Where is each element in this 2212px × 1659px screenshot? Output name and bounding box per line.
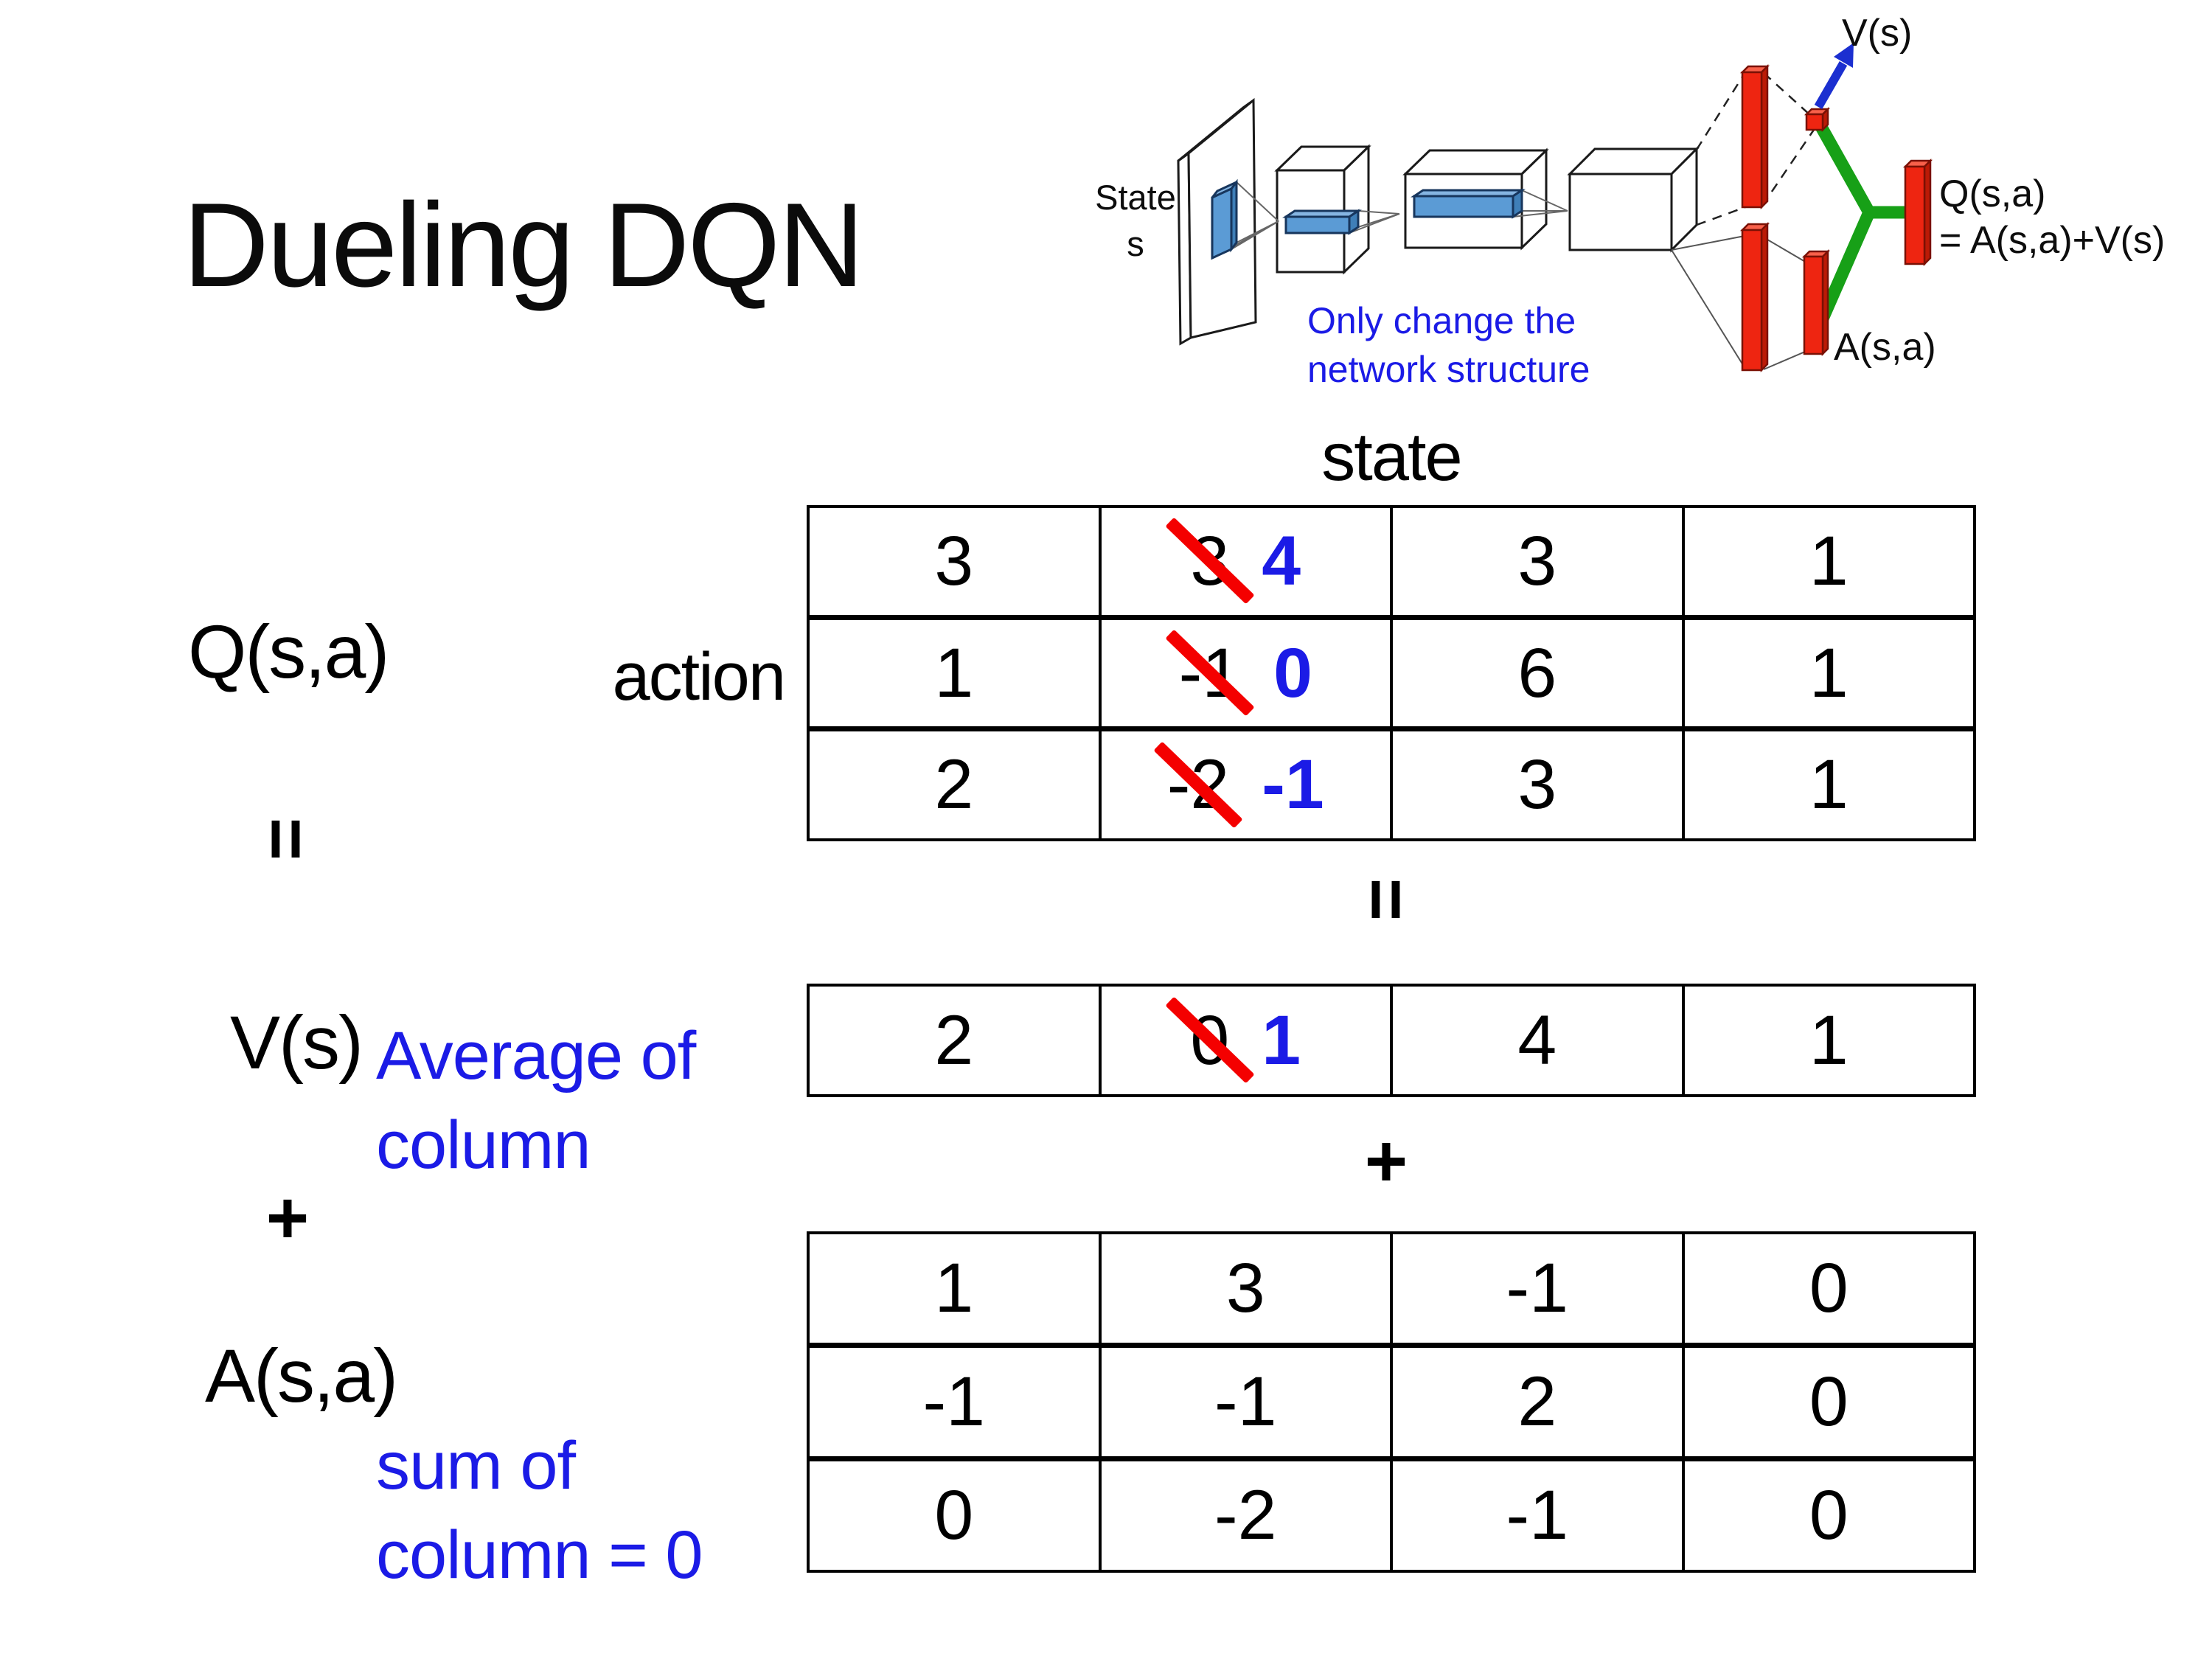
conv-cone-lines-3 bbox=[1512, 189, 1568, 218]
a-table: 1 3 -1 0 -1 -1 2 0 0 -2 -1 0 bbox=[807, 1231, 1976, 1573]
value-node bbox=[1804, 106, 1831, 133]
struck-value: -1 bbox=[1165, 629, 1255, 717]
table-cell: 4 bbox=[1390, 987, 1682, 1094]
fc-bar-value bbox=[1739, 63, 1770, 210]
table-cell: 0 bbox=[1681, 1461, 1974, 1570]
table-cell: 1 bbox=[1681, 508, 1974, 615]
table-row: 2 -2 -1 3 1 bbox=[810, 726, 1974, 839]
table-cell: 0 bbox=[1681, 1234, 1974, 1343]
table-cell: 3 bbox=[1390, 508, 1682, 615]
table-row: -1 -1 2 0 bbox=[810, 1343, 1973, 1456]
v-table: 2 0 1 4 1 bbox=[807, 984, 1976, 1097]
a-label: A(s,a) bbox=[205, 1334, 398, 1418]
table-cell: 3 bbox=[1390, 731, 1682, 839]
table-row: 3 3 4 3 1 bbox=[810, 508, 1973, 615]
combine-connector bbox=[1809, 118, 1911, 338]
table-cell: 3 bbox=[934, 521, 974, 600]
table-cell: -1 bbox=[1390, 1461, 1682, 1570]
table-cell: 1 bbox=[934, 1249, 974, 1327]
table-cell: 1 bbox=[934, 633, 974, 712]
struck-value: 3 bbox=[1165, 517, 1255, 605]
diagram-q-output-label: Q(s,a) bbox=[1939, 173, 2045, 215]
struck-value: -2 bbox=[1153, 741, 1243, 829]
page-title: Dueling DQN bbox=[183, 178, 864, 312]
table-cell-replaced: 0 1 bbox=[1098, 987, 1391, 1094]
equals-middle: = bbox=[1345, 877, 1428, 922]
conv-box-1 bbox=[1274, 144, 1371, 275]
average-note: Average of column bbox=[376, 1018, 696, 1183]
new-value: 1 bbox=[1262, 1001, 1301, 1079]
table-cell: -2 bbox=[1098, 1461, 1391, 1570]
diagram-caption: Only change the network structure bbox=[1307, 300, 1590, 390]
conv-filter-3 bbox=[1411, 188, 1526, 219]
table-cell: 0 bbox=[934, 1476, 974, 1554]
equals-left: = bbox=[245, 817, 328, 861]
state-header: state bbox=[1321, 420, 1462, 495]
sum-note: sum of column = 0 bbox=[376, 1428, 703, 1593]
conv-cone-lines-2 bbox=[1349, 210, 1400, 234]
plus-middle: + bbox=[1364, 1119, 1408, 1203]
advantage-output-bar bbox=[1801, 248, 1831, 357]
plus-left: + bbox=[265, 1176, 310, 1259]
new-value: 0 bbox=[1273, 633, 1312, 712]
table-row: 2 0 1 4 1 bbox=[810, 987, 1973, 1094]
table-cell-replaced: 3 4 bbox=[1098, 508, 1391, 615]
action-header: action bbox=[612, 639, 787, 714]
table-row: 0 -2 -1 0 bbox=[810, 1456, 1973, 1570]
diagram-q-output-formula: = A(s,a)+V(s) bbox=[1939, 219, 2165, 262]
diagram-state-label: State bbox=[1095, 178, 1176, 217]
new-value: -1 bbox=[1262, 745, 1324, 824]
table-cell: 2 bbox=[1390, 1348, 1682, 1456]
value-stream-dashed-lines bbox=[1695, 72, 1815, 226]
table-cell: -1 bbox=[1390, 1234, 1682, 1343]
table-cell: 3 bbox=[1098, 1234, 1391, 1343]
q-output-bar bbox=[1902, 158, 1933, 267]
table-cell: -1 bbox=[1098, 1348, 1391, 1456]
table-cell: 1 bbox=[1681, 619, 1974, 727]
value-arrow bbox=[1814, 43, 1854, 109]
q-table: 3 3 4 3 1 1 -1 0 6 1 2 -2 -1 3 1 bbox=[807, 505, 1976, 841]
table-cell: 6 bbox=[1390, 619, 1682, 727]
conv-filter-1 bbox=[1211, 178, 1238, 260]
dueling-network-diagram: State s V(s) Q(s,a) = A(s,a)+V(s) A(s,a) bbox=[1095, 12, 2165, 373]
advantage-stream-lines bbox=[1671, 235, 1811, 370]
diagram-state-sub-label: s bbox=[1127, 224, 1144, 263]
diagram-v-output-label: V(s) bbox=[1842, 12, 1912, 55]
table-cell: 2 bbox=[934, 1001, 974, 1079]
fc-bar-advantage bbox=[1739, 221, 1770, 373]
conv-box-3 bbox=[1567, 146, 1700, 253]
table-cell: 1 bbox=[1681, 987, 1974, 1094]
table-row: 1 -1 0 6 1 bbox=[810, 614, 1974, 727]
table-cell: -1 bbox=[922, 1363, 985, 1441]
q-label: Q(s,a) bbox=[188, 610, 389, 694]
table-row: 1 3 -1 0 bbox=[810, 1234, 1973, 1343]
diagram-a-output-label: A(s,a) bbox=[1834, 326, 1936, 369]
struck-value: 0 bbox=[1165, 996, 1255, 1084]
table-cell: 1 bbox=[1681, 731, 1974, 839]
conv-filter-2 bbox=[1282, 209, 1362, 235]
table-cell: 2 bbox=[934, 745, 974, 824]
new-value: 4 bbox=[1262, 521, 1301, 600]
v-label: V(s) bbox=[230, 1001, 364, 1085]
table-cell-replaced: -1 0 bbox=[1098, 619, 1391, 727]
table-cell: 0 bbox=[1681, 1348, 1974, 1456]
table-cell-replaced: -2 -1 bbox=[1098, 731, 1391, 839]
